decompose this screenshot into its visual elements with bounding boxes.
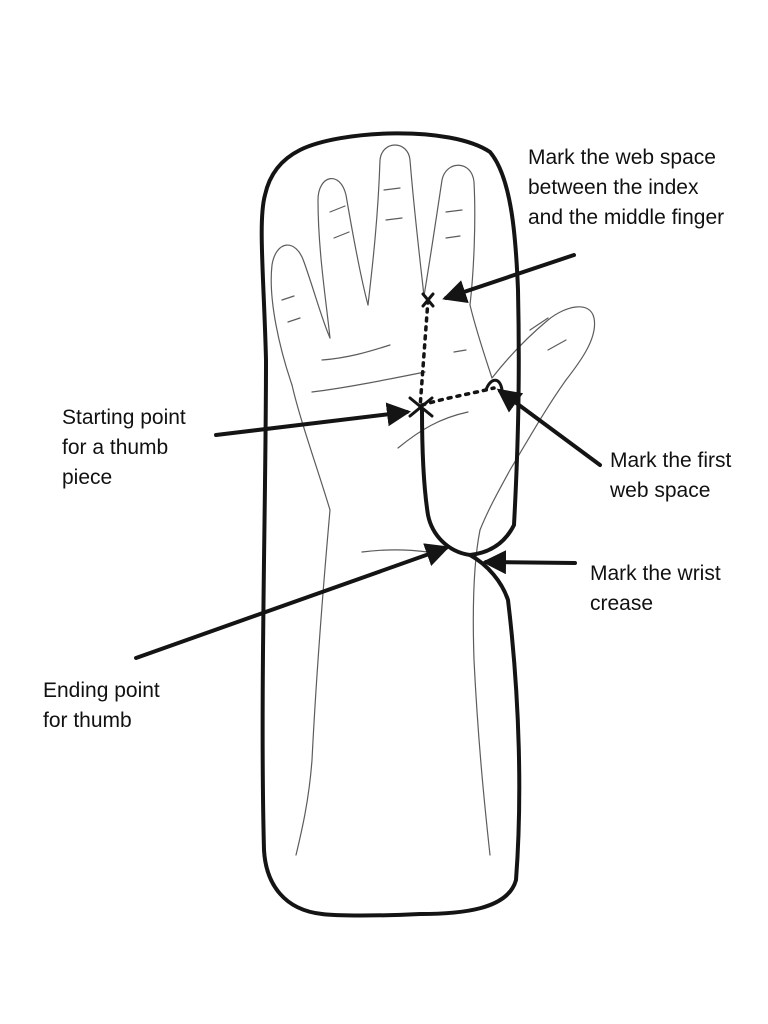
palm-crease xyxy=(311,371,426,393)
label-line: Ending point xyxy=(43,679,160,702)
dotted-guides xyxy=(418,298,496,410)
hand-outline xyxy=(259,131,522,918)
finger-crease xyxy=(281,187,567,353)
index-finger-sketch xyxy=(423,164,476,306)
thumb-piece-outline xyxy=(420,408,472,557)
label-line: crease xyxy=(590,592,654,615)
label-thumb-end: Ending point for thumb xyxy=(43,676,160,736)
hand-sketch xyxy=(270,144,596,856)
dotted-vertical-guide xyxy=(418,298,430,410)
label-line: between the index xyxy=(528,176,699,199)
dotted-horizontal-guide xyxy=(420,386,496,407)
arrow-web-space-index-middle xyxy=(442,253,576,304)
label-web-space-index-middle: Mark the web space between the index and… xyxy=(528,143,724,233)
forearm-left-sketch xyxy=(295,509,331,856)
label-line: for a thumb xyxy=(62,436,169,459)
label-line: for thumb xyxy=(43,709,132,732)
palm-crease xyxy=(397,411,469,449)
x-marks xyxy=(408,292,435,418)
first-web-space-mark xyxy=(484,378,504,392)
arrows xyxy=(134,253,602,660)
palm-outline-sketch xyxy=(291,384,331,511)
label-wrist-crease: Mark the wrist crease xyxy=(590,559,721,619)
label-line: Mark the wrist xyxy=(590,562,721,585)
label-line: Mark the web space xyxy=(528,146,716,169)
label-thumb-start: Starting point for a thumb piece xyxy=(62,403,186,493)
label-line: and the middle finger xyxy=(528,206,725,229)
arrow-first-web-space xyxy=(496,388,602,467)
wrist-right-sketch xyxy=(472,529,491,856)
little-finger-sketch xyxy=(270,244,331,386)
label-line: Mark the first xyxy=(610,449,732,472)
middle-finger-sketch xyxy=(367,144,425,306)
label-line: piece xyxy=(62,466,113,489)
label-line: web space xyxy=(610,479,711,502)
arrow-wrist-crease xyxy=(482,550,577,575)
palm-crease xyxy=(321,344,391,361)
thumb-sketch xyxy=(469,304,596,531)
wrist-crease-sketch xyxy=(361,549,429,553)
arrow-thumb-start xyxy=(214,402,411,437)
label-line: Starting point xyxy=(62,406,186,429)
arrow-thumb-end xyxy=(134,543,450,660)
x-mark-web-space xyxy=(421,292,435,308)
ring-finger-sketch xyxy=(317,177,369,339)
label-first-web-space: Mark the first web space xyxy=(610,446,731,506)
x-mark-thumb-start xyxy=(408,396,434,418)
